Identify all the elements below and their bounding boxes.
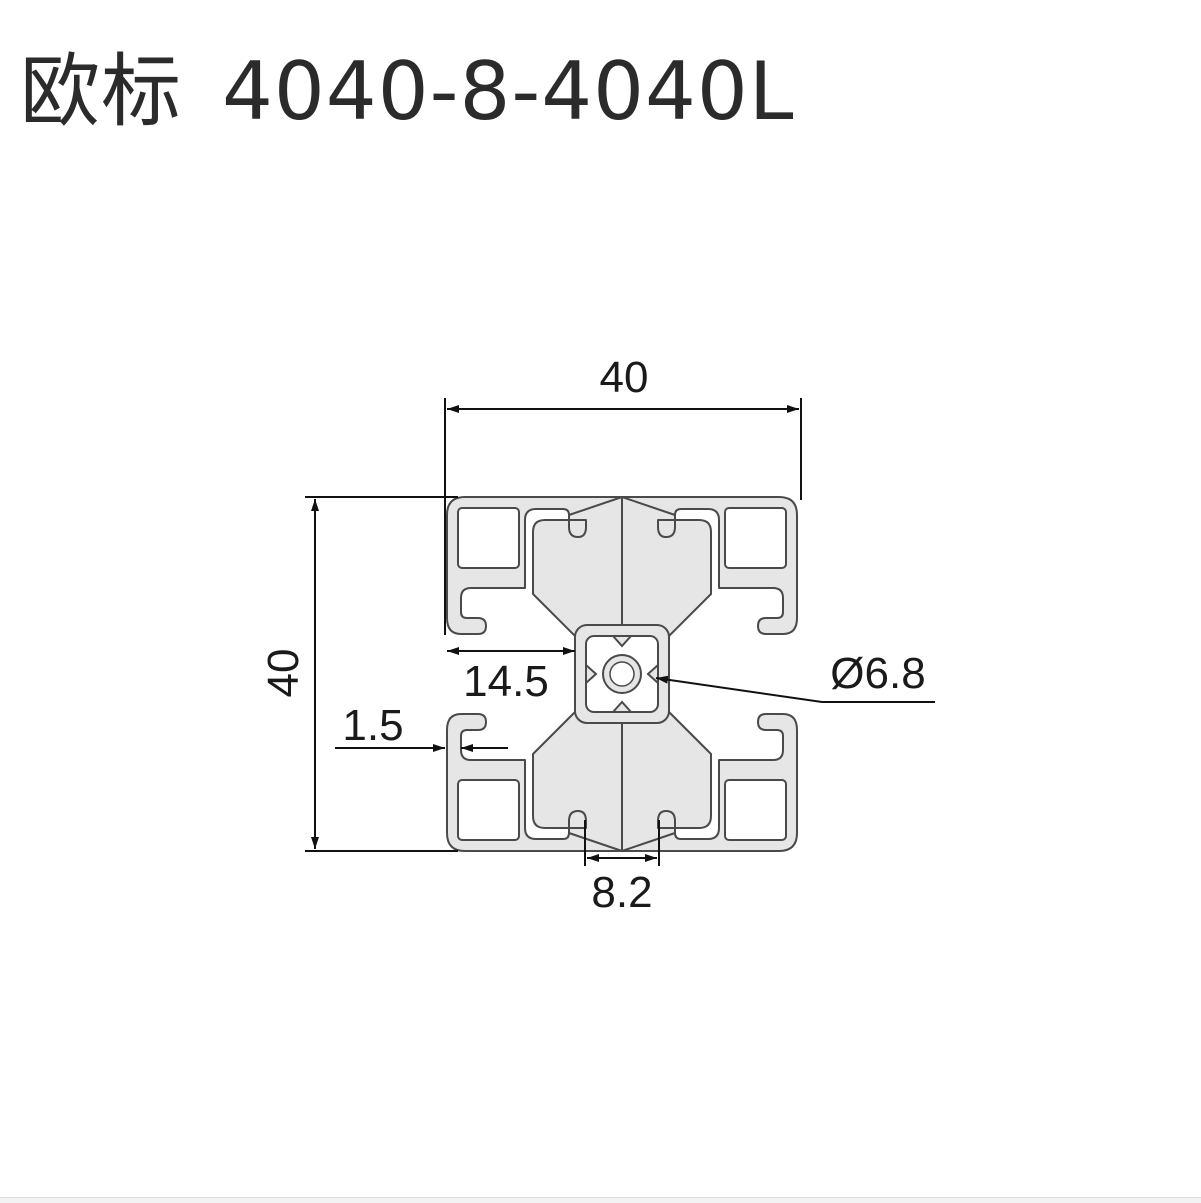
title-model: 4040-8-4040L [222, 45, 795, 138]
dim-center-hole-label: Ø6.8 [830, 649, 925, 698]
bottom-divider [0, 1197, 1201, 1203]
profile-section [446, 496, 798, 852]
title-standard: 欧标 [20, 45, 182, 138]
dimension-lines [305, 398, 935, 866]
dim-wall-label: 1.5 [342, 701, 403, 750]
dim-slot-depth-label: 14.5 [463, 657, 549, 706]
dim-slot-opening-label: 8.2 [591, 868, 652, 917]
dim-height-label: 40 [259, 649, 308, 698]
dim-width-label: 40 [600, 353, 649, 402]
